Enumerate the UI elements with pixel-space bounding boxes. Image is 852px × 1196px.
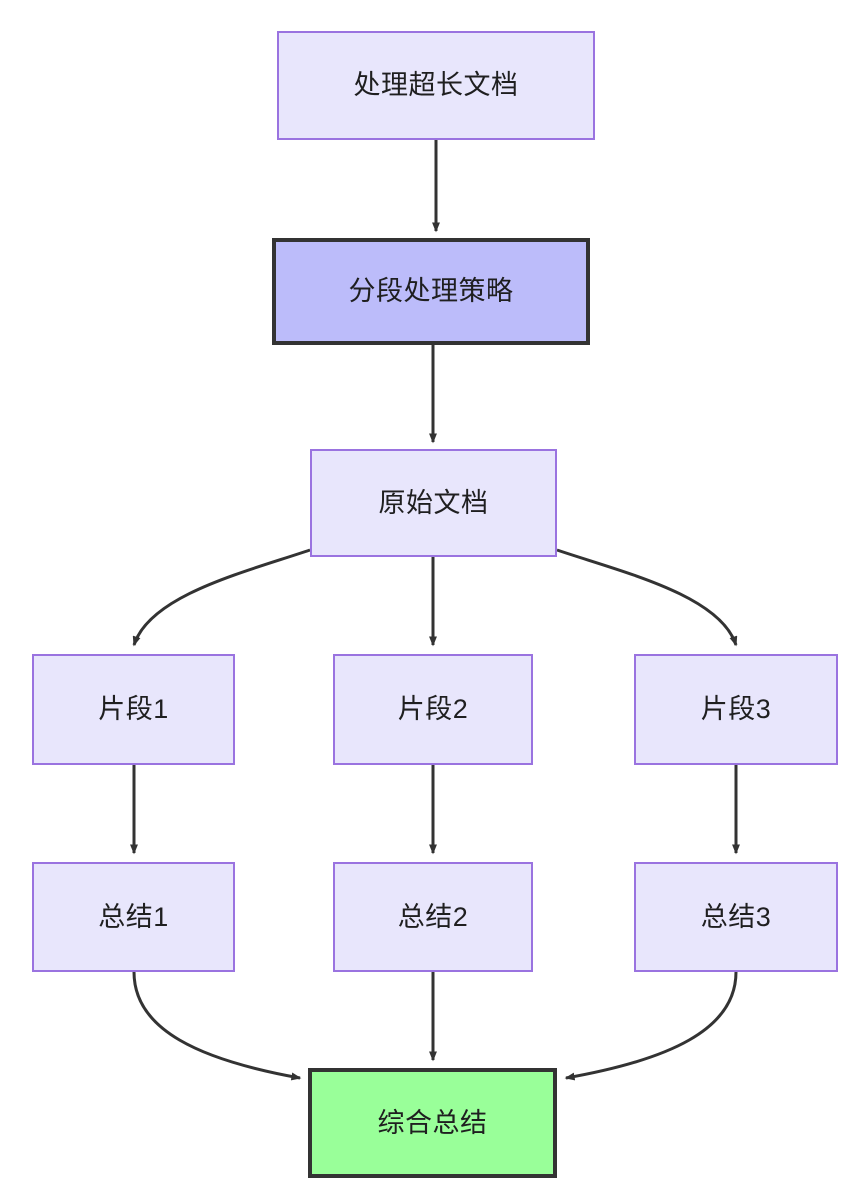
node-chunking-strategy[interactable]: 分段处理策略: [272, 238, 590, 345]
node-process-long-document[interactable]: 处理超长文档: [277, 31, 595, 140]
node-summary-2[interactable]: 总结2: [333, 862, 533, 972]
node-comprehensive-summary[interactable]: 综合总结: [308, 1068, 557, 1178]
node-label: 总结2: [397, 901, 469, 932]
node-fragment-2[interactable]: 片段2: [333, 654, 533, 765]
node-label: 总结3: [700, 901, 772, 932]
node-label: 片段3: [700, 694, 772, 725]
edge-n3-n6: [556, 548, 738, 647]
node-label: 总结1: [98, 901, 169, 932]
edge-n9-n10: [564, 971, 738, 1081]
node-original-document[interactable]: 原始文档: [310, 449, 557, 557]
edge-n3-n4: [132, 548, 311, 647]
node-label: 综合总结: [377, 1107, 488, 1138]
node-summary-1[interactable]: 总结1: [32, 862, 235, 972]
node-fragment-3[interactable]: 片段3: [634, 654, 838, 765]
node-summary-3[interactable]: 总结3: [634, 862, 838, 972]
node-label: 片段2: [397, 694, 469, 725]
edge-n7-n10: [132, 971, 302, 1081]
node-fragment-1[interactable]: 片段1: [32, 654, 235, 765]
node-label: 片段1: [98, 694, 169, 725]
node-label: 处理超长文档: [353, 70, 519, 101]
node-label: 原始文档: [378, 487, 489, 518]
node-label: 分段处理策略: [348, 276, 514, 307]
